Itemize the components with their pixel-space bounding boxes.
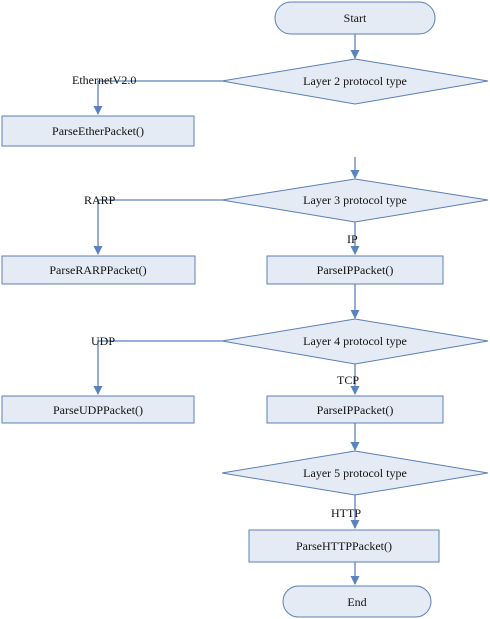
end-label: End [347,595,366,609]
layer5-label: Layer 5 protocol type [303,466,407,480]
edge-layer3-to-parse-rarp [93,199,222,255]
parse-rarp-label: ParseRARPPacket() [49,263,146,277]
edge-label-rarp: RARP [84,193,116,207]
layer2-decision [221,58,489,105]
layer2-label: Layer 2 protocol type [303,74,407,88]
parse-http-process [248,529,440,563]
start-terminator [274,1,436,35]
layer3-label: Layer 3 protocol type [303,193,407,207]
parse-rarp-process [1,255,196,285]
start-label: Start [344,11,367,25]
edge-layer4-to-parse-udp [93,340,222,395]
parse-udp-label: ParseUDPPacket() [53,403,143,417]
layer4-decision [221,318,489,365]
layer4-label: Layer 4 protocol type [303,334,407,348]
parse-ether-process [1,115,195,147]
parse-ip-label-1: ParseIPPacket() [317,263,394,277]
layer3-decision [221,178,489,223]
edge-layer2-to-parse-ether [93,80,222,115]
parse-ip-label-2: ParseIPPacket() [317,403,394,417]
parse-ether-label: ParseEtherPacket() [52,124,144,138]
edge-label-ip: IP [347,232,358,246]
layer5-decision [221,450,489,496]
end-terminator [282,585,432,618]
parse-udp-process [1,395,195,424]
edge-label-tcp: TCP [337,373,359,387]
edge-label-udp: UDP [91,334,115,348]
edge-label-http: HTTP [331,506,361,520]
parse-ip-process-1 [266,255,444,285]
parse-ip-process-2 [266,395,444,424]
parse-http-label: ParseHTTPPacket() [296,539,392,553]
edge-label-ethernet: EthernetV2.0 [72,73,136,87]
